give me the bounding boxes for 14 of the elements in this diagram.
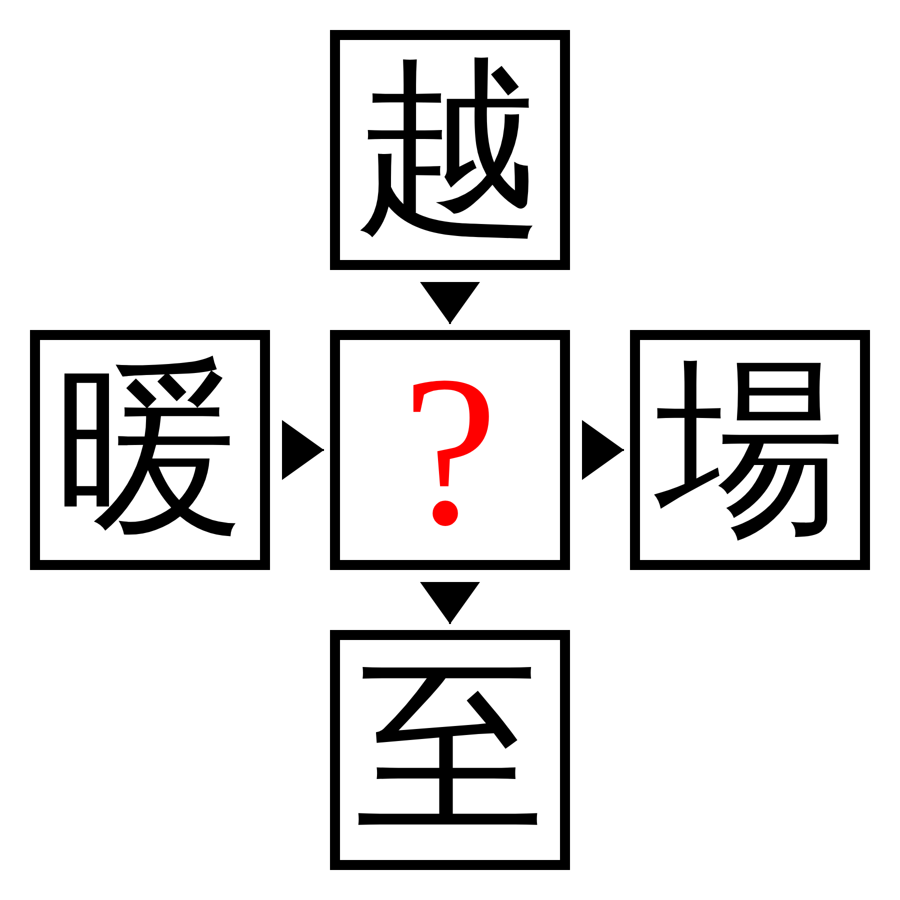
character-box bbox=[330, 30, 570, 270]
kanji-character: 暖 bbox=[55, 355, 245, 545]
character-box bbox=[30, 330, 270, 570]
kanji-character: 越 bbox=[355, 55, 545, 245]
arrow bbox=[420, 282, 480, 324]
arrow bbox=[420, 582, 480, 624]
character-box bbox=[330, 330, 570, 570]
character-box bbox=[330, 630, 570, 870]
arrow bbox=[582, 420, 624, 480]
character-box bbox=[630, 330, 870, 570]
kanji-character: 至 bbox=[355, 655, 545, 845]
arrow bbox=[282, 420, 324, 480]
question-mark: ? bbox=[402, 342, 498, 558]
kanji-character: 場 bbox=[655, 355, 845, 545]
